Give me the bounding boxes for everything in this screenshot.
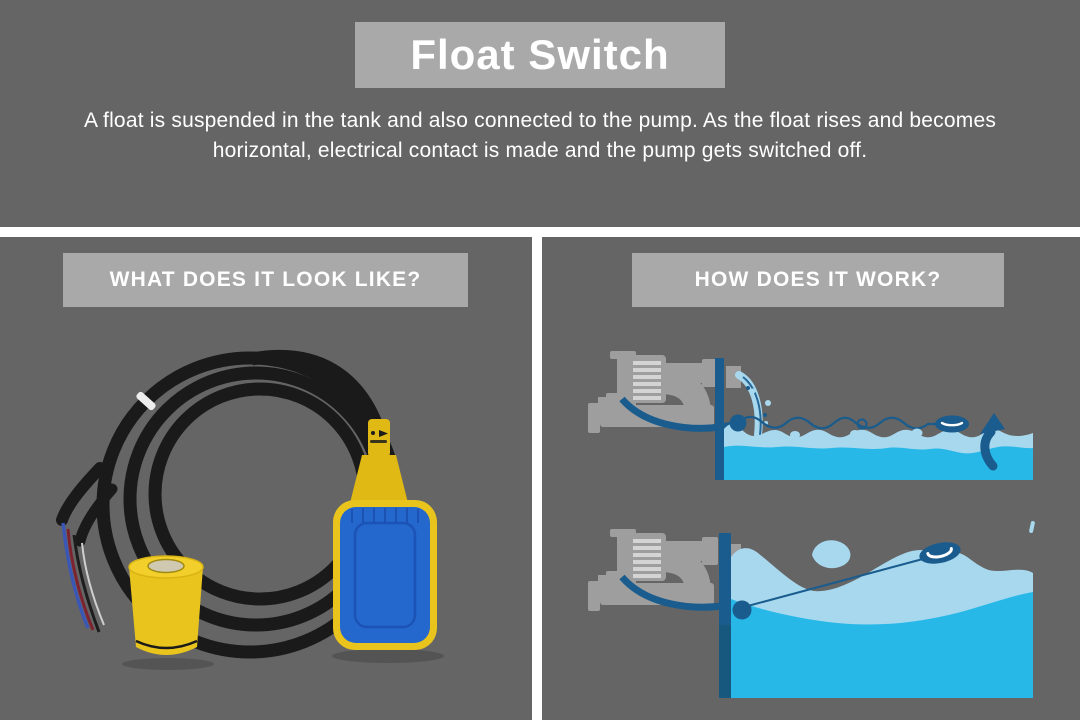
- surface-droplets: [790, 428, 923, 439]
- float-top-ribs: [351, 508, 419, 523]
- diagram-pump-on: [588, 351, 1033, 480]
- page-title: Float Switch: [410, 31, 670, 78]
- anchor-ball: [732, 600, 752, 620]
- panel-what-does-it-look-like: WHAT DOES IT LOOK LIKE?: [0, 237, 532, 720]
- float-body: [333, 419, 437, 650]
- splash-tick: [1029, 521, 1035, 533]
- right-heading: HOW DOES IT WORK?: [694, 268, 942, 291]
- float-cable-gland: [368, 419, 390, 457]
- float-inner-ridge: [353, 521, 417, 629]
- product-photo-figure: [0, 237, 532, 720]
- water-stream-edge: [742, 376, 762, 436]
- stream-droplets: [750, 388, 771, 425]
- float-switch-diagrams: [542, 237, 1035, 698]
- right-heading-box: HOW DOES IT WORK?: [632, 253, 1004, 307]
- wire-ends: [56, 462, 118, 633]
- tank-standpipe: [715, 358, 724, 480]
- panel-how-does-it-work: HOW DOES IT WORK?: [542, 237, 1080, 720]
- wire-red: [66, 528, 95, 631]
- float-shadow: [332, 649, 444, 663]
- wire-black: [72, 534, 101, 633]
- header-band: Float Switch A float is suspended in the…: [0, 0, 1080, 227]
- tank-water: [724, 445, 1033, 480]
- tether-line: [743, 555, 935, 608]
- page-description: A float is suspended in the tank and als…: [83, 109, 997, 162]
- wire-blue: [61, 522, 90, 629]
- cable-marker-band: [136, 391, 156, 411]
- float-switch-product-illustration: [56, 349, 444, 670]
- gland-marks: [370, 430, 388, 443]
- tether-line-wavy: [737, 415, 936, 430]
- title-box: Float Switch: [355, 22, 725, 88]
- diagram-pump-off: [588, 521, 1035, 698]
- tank-water: [731, 592, 1033, 698]
- splash-blob: [812, 540, 851, 569]
- water-rise-arrow-icon: [980, 413, 1005, 471]
- diagram-figure: [542, 237, 1080, 720]
- anchor-ball: [729, 414, 747, 432]
- stream-specks: [746, 386, 767, 417]
- left-heading: WHAT DOES IT LOOK LIKE?: [109, 268, 422, 291]
- float-switch-horizontal: [919, 542, 961, 564]
- wire-white: [81, 542, 105, 626]
- left-heading-box: WHAT DOES IT LOOK LIKE?: [63, 253, 468, 307]
- float-blue-shell: [340, 507, 430, 643]
- float-neck-bell: [350, 455, 408, 503]
- cable-to-float: [250, 349, 383, 426]
- counterweight-shadow: [122, 658, 214, 670]
- float-switch-resting: [935, 415, 969, 433]
- tether-loop: [856, 418, 868, 430]
- counterweight-hole: [147, 558, 185, 574]
- standpipe-lower: [719, 625, 731, 698]
- counterweight: [128, 555, 204, 655]
- counterweight-groove: [135, 639, 198, 650]
